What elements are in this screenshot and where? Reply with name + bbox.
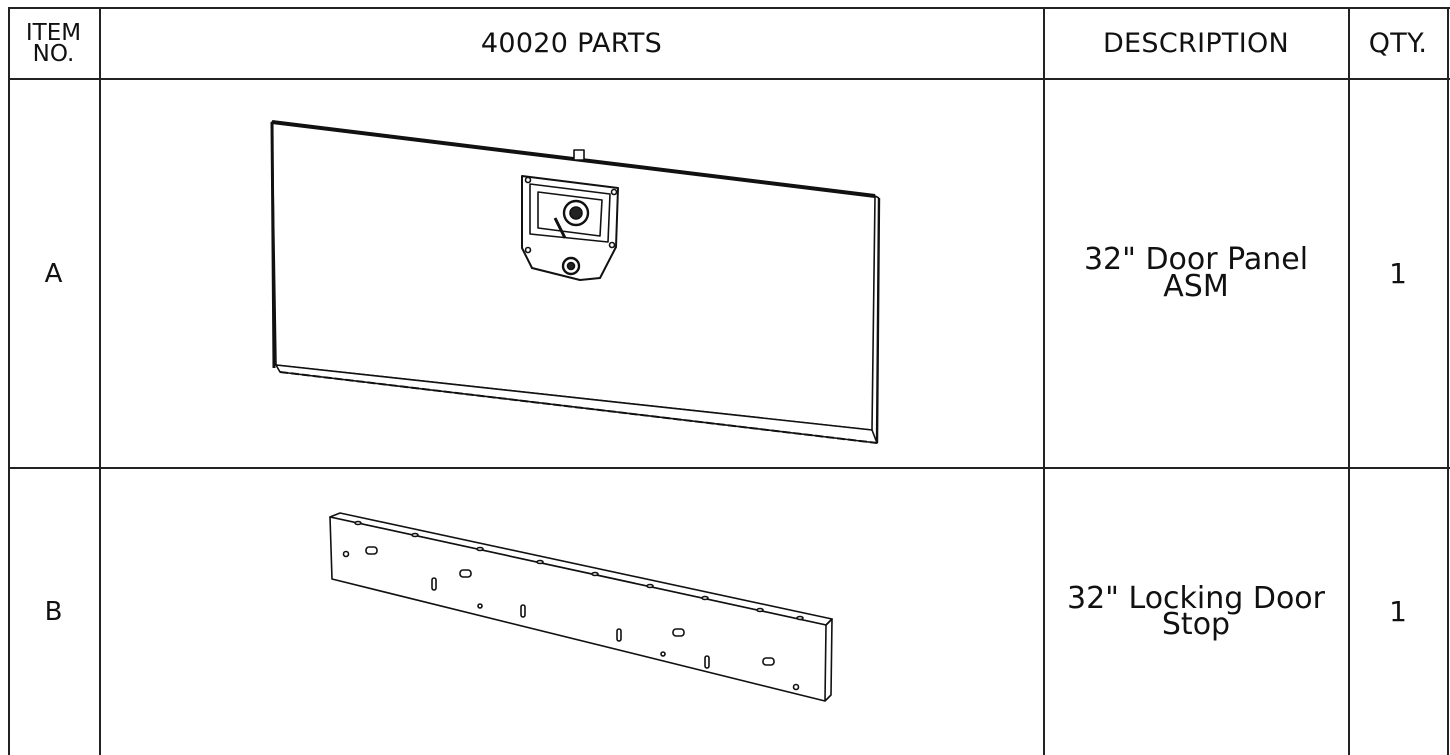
row-b-description: 32" Locking Door Stop <box>1044 469 1348 755</box>
table-border-top <box>8 7 1450 9</box>
row-a-qty: 1 <box>1389 256 1407 290</box>
column-divider-2 <box>1043 7 1045 755</box>
web-slots <box>342 546 800 691</box>
screw-icon <box>524 246 532 254</box>
row-a-description-line2: ASM <box>1163 268 1229 304</box>
row-b-description-line1: 32" Locking Door <box>1067 580 1325 616</box>
row-b-item: B <box>44 597 63 627</box>
header-divider <box>8 78 1450 80</box>
row-a-description-line1: 32" Door Panel <box>1083 242 1309 278</box>
screw-icon <box>524 176 532 184</box>
header-item-no-line1: ITEM <box>25 19 82 46</box>
column-divider-3 <box>1348 7 1350 755</box>
door-right-corner <box>874 195 880 199</box>
row-a-description: 32" Door Panel ASM <box>1044 80 1348 467</box>
bill-of-materials-table: ITEM NO. 40020 PARTS DESCRIPTION QTY. A … <box>8 7 1450 755</box>
t-handle-hub-center <box>569 206 583 220</box>
screw-icon <box>608 241 616 249</box>
flange-holes <box>354 520 804 621</box>
door-right-edge <box>875 197 881 444</box>
door-panel-drawing <box>270 120 881 444</box>
header-item-no: ITEM NO. <box>8 9 99 78</box>
t-handle-lever <box>553 217 567 239</box>
column-divider-1 <box>99 7 101 755</box>
table-border-left <box>8 7 10 755</box>
row-b-description-line2: Stop <box>1161 607 1231 642</box>
header-parts: 40020 PARTS <box>480 28 663 59</box>
row-b-qty: 1 <box>1389 595 1407 628</box>
door-left-edge <box>270 121 276 369</box>
t-handle-inner <box>537 191 603 237</box>
header-description: DESCRIPTION <box>1102 28 1290 59</box>
screw-icon <box>610 188 618 196</box>
row-divider <box>8 467 1450 469</box>
stop-web <box>329 516 827 702</box>
header-item-no-line2: NO. <box>32 40 75 67</box>
door-top-tab <box>573 149 585 161</box>
table-border-right <box>1447 7 1449 755</box>
lock-keyhole <box>566 261 576 271</box>
stop-end <box>824 618 833 702</box>
row-a-item: A <box>44 258 63 289</box>
header-qty: QTY. <box>1368 28 1428 59</box>
hinge-knuckles <box>279 371 878 444</box>
door-stop-drawing <box>329 512 833 702</box>
